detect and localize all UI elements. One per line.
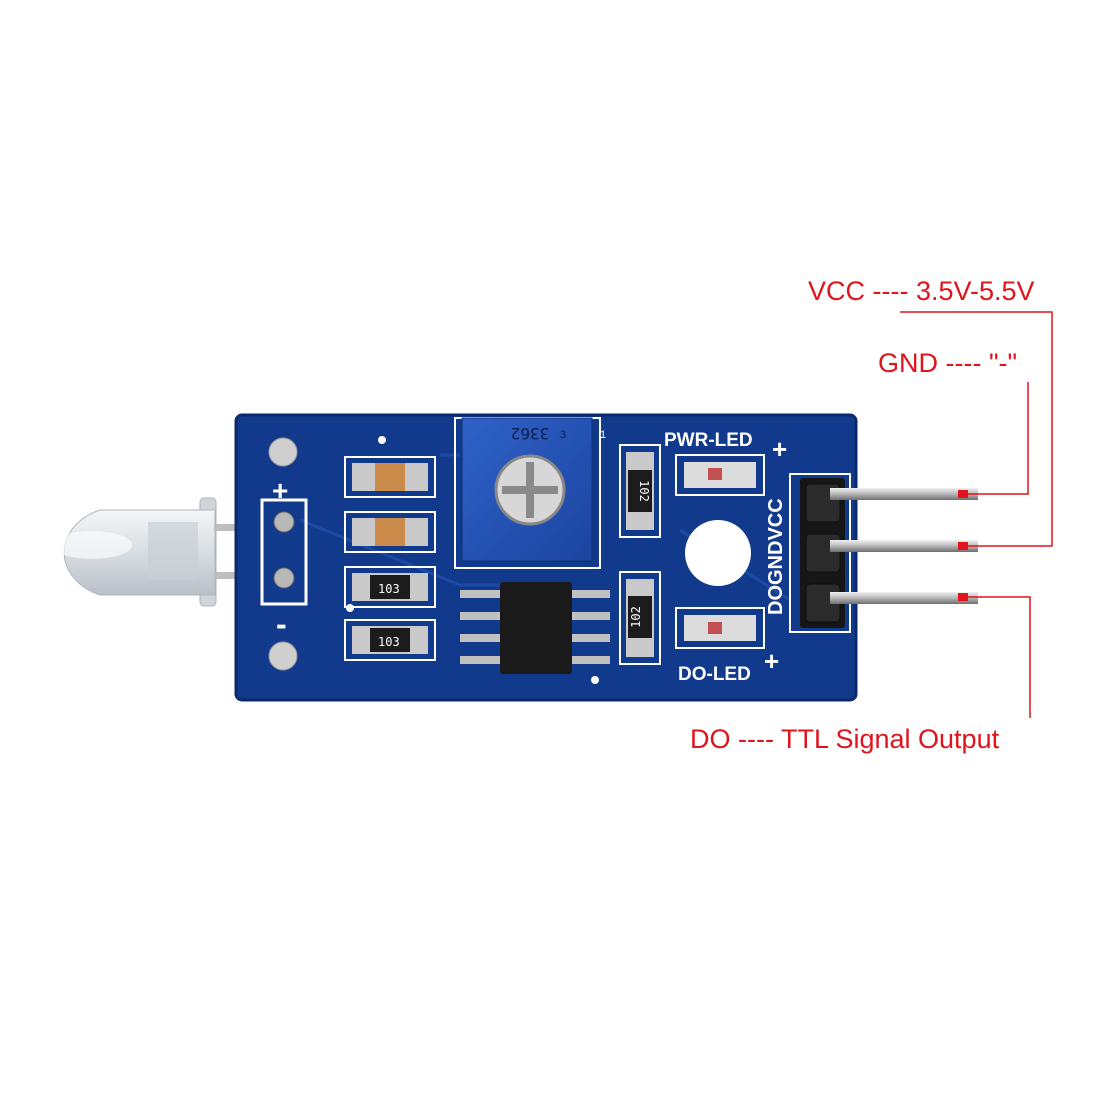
potentiometer: 3362 1 3 bbox=[454, 417, 606, 569]
pot-code: 3362 bbox=[511, 424, 550, 443]
led-plus-mark: + bbox=[272, 475, 288, 506]
do-led bbox=[675, 607, 765, 649]
pwr-led-label: PWR-LED bbox=[664, 430, 753, 451]
pot-pin-1: 1 bbox=[600, 429, 606, 441]
do-pin-mark bbox=[958, 593, 968, 601]
resistor-label: 103 bbox=[378, 582, 400, 596]
do-label: DO ---- TTL Signal Output bbox=[690, 724, 1000, 754]
resistor-102-a: 102 bbox=[619, 444, 661, 538]
resistor-102-b: 102 bbox=[619, 571, 661, 665]
pin-labels: DOGNDVCC bbox=[765, 498, 787, 615]
do-leader bbox=[965, 596, 1031, 718]
gnd-pin-mark bbox=[958, 490, 968, 498]
comparator-ic bbox=[460, 582, 610, 684]
resistor-103-a: 103 bbox=[344, 566, 436, 608]
led-minus-mark: - bbox=[276, 606, 287, 642]
vcc-label: VCC ---- 3.5V-5.5V bbox=[808, 276, 1035, 306]
ir-led-bulb bbox=[52, 497, 274, 607]
resistor-label: 102 bbox=[637, 480, 651, 502]
do-led-plus: + bbox=[764, 646, 779, 676]
capacitor-1 bbox=[344, 456, 436, 498]
annotation-leaders bbox=[900, 311, 1053, 718]
header-pins bbox=[830, 488, 978, 604]
gnd-leader bbox=[965, 382, 1029, 495]
resistor-label: 103 bbox=[378, 635, 400, 649]
pwr-led bbox=[675, 454, 765, 496]
vcc-pin-mark bbox=[958, 542, 968, 550]
gnd-label: GND ---- "-" bbox=[878, 348, 1018, 378]
vcc-leader bbox=[900, 311, 1053, 547]
capacitor-2 bbox=[344, 511, 436, 553]
do-led-label: DO-LED bbox=[678, 664, 751, 685]
pwr-led-plus: + bbox=[772, 434, 787, 464]
resistor-103-b: 103 bbox=[344, 619, 436, 661]
resistor-label: 102 bbox=[629, 606, 643, 628]
pcb-board: + - 103 103 bbox=[234, 413, 858, 702]
pot-pin-3: 3 bbox=[560, 429, 566, 441]
